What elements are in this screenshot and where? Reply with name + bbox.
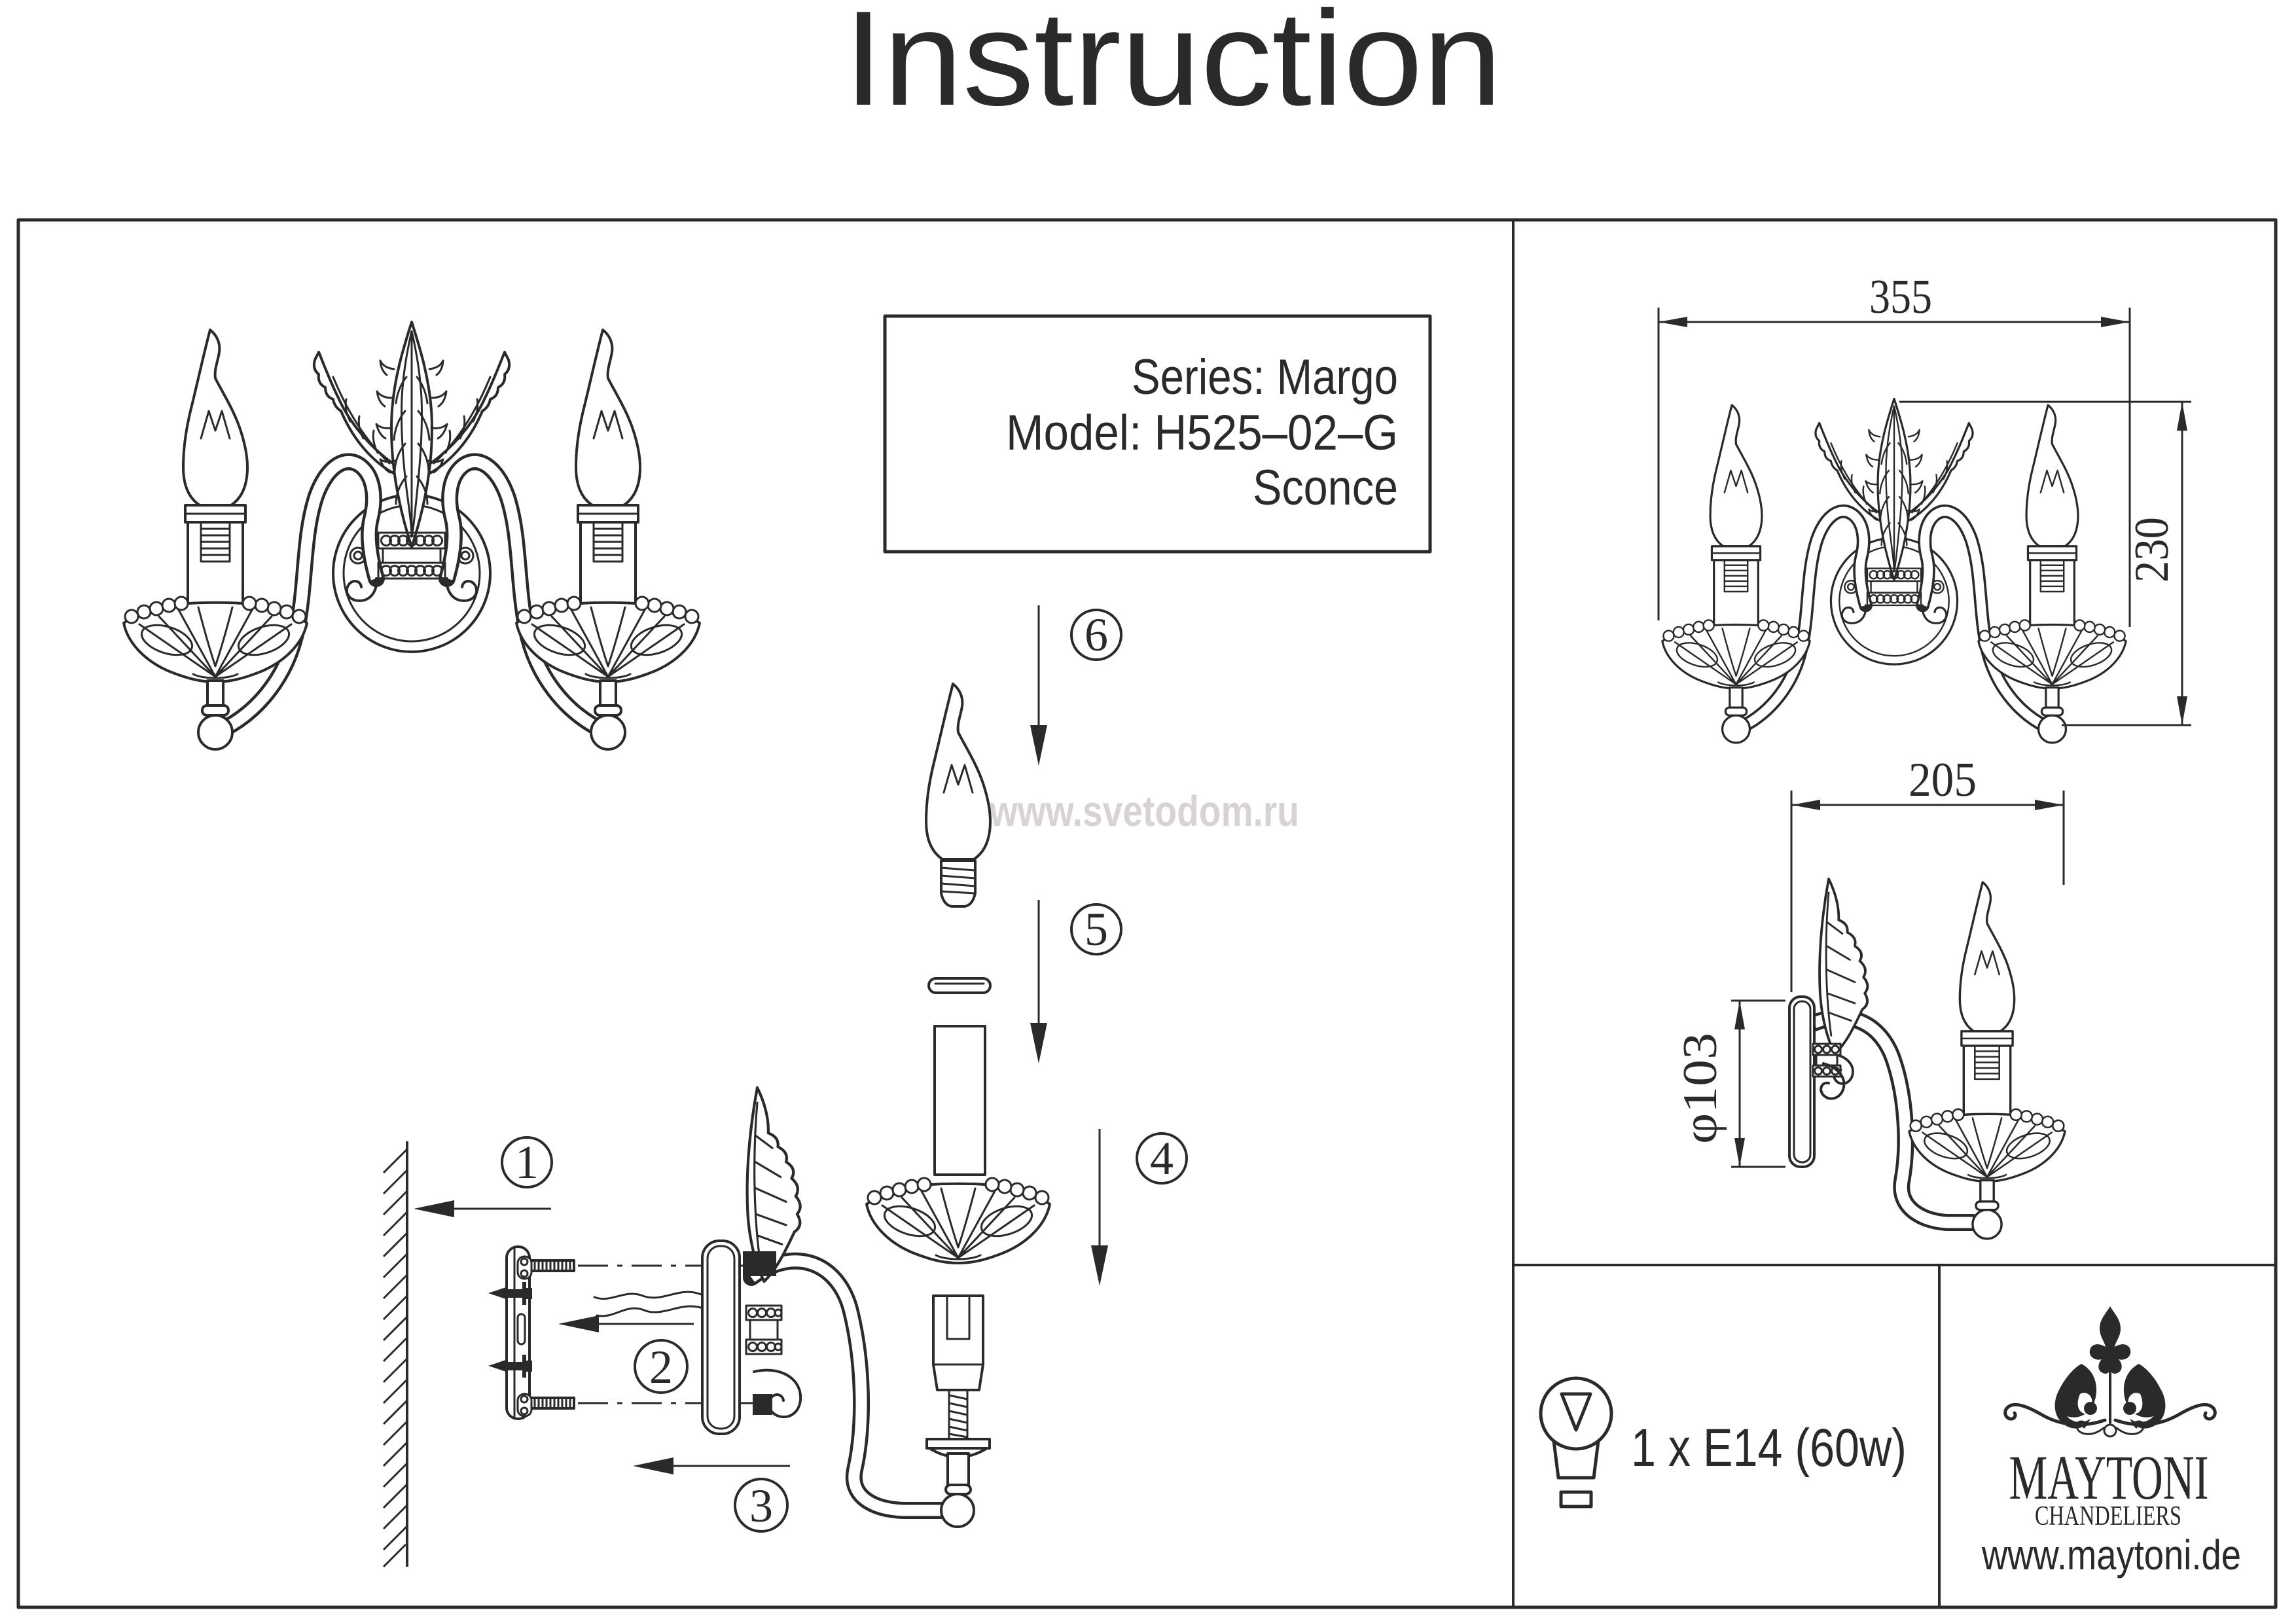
dim-plate-diameter: φ103 xyxy=(1674,999,1785,1168)
info-series: Series: Margo xyxy=(1132,349,1398,405)
assembly-view xyxy=(382,1088,991,1568)
exploded-sleeve xyxy=(933,1025,986,1176)
dim-width-label: 355 xyxy=(1869,270,1932,324)
mounting-bracket xyxy=(488,1245,575,1420)
bracket-slot xyxy=(516,1313,526,1346)
step-4: 4 xyxy=(1091,1129,1188,1286)
mounted-sconce xyxy=(701,1088,991,1528)
info-model: Model: H525–02–G xyxy=(1006,405,1398,461)
wall xyxy=(382,1141,408,1568)
step-4-number: 4 xyxy=(1150,1132,1174,1185)
info-type: Sconce xyxy=(1253,460,1398,516)
exploded-bulb xyxy=(926,684,990,906)
exploded-ring xyxy=(927,977,992,994)
screw-bottom xyxy=(488,1355,532,1378)
lamp-socket xyxy=(925,1294,991,1495)
assembly-beaded-cube xyxy=(745,1304,783,1355)
exploded-parts xyxy=(865,684,1051,1264)
dim-depth-label: 205 xyxy=(1909,753,1977,807)
step-6: 6 xyxy=(1030,605,1122,766)
brand-ornament xyxy=(2003,1306,2217,1438)
exploded-cup xyxy=(865,1177,1051,1264)
fixing-nut-bottom xyxy=(753,1394,772,1415)
wires xyxy=(593,1291,706,1317)
brand-logo: MAYTONI xyxy=(2009,1442,2209,1512)
step-2: 2 xyxy=(558,1315,694,1394)
dim-depth: 205 xyxy=(1790,753,2065,992)
frame xyxy=(16,218,2278,1609)
step-5-number: 5 xyxy=(1085,903,1108,955)
front-view-drawing xyxy=(124,322,700,749)
bolt-top xyxy=(516,1255,575,1280)
step-2-number: 2 xyxy=(649,1341,673,1393)
screw-top xyxy=(488,1282,532,1305)
step-3: 3 xyxy=(633,1457,790,1533)
lamp-spec-cell: 1 x E14 (60w) xyxy=(1539,1376,1907,1508)
lamp-spec-label: 1 x E14 (60w) xyxy=(1631,1418,1907,1478)
brand-block: MAYTONI CHANDELIERS www.maytoni.de xyxy=(1981,1306,2241,1578)
bolt-bottom xyxy=(516,1393,575,1418)
brand-tagline: CHANDELIERS xyxy=(2035,1501,2181,1531)
dim-height-label: 230 xyxy=(2125,517,2179,582)
dim-plate-diameter-label: φ103 xyxy=(1674,1033,1727,1144)
dimensioned-side-view: 205 φ103 xyxy=(1674,753,2065,1239)
step-1: 1 xyxy=(414,1136,553,1217)
watermark: www.svetodom.ru xyxy=(989,787,1299,835)
dimensioned-front-view: 355 230 xyxy=(1657,270,2191,743)
step-markers: 1 2 3 4 5 xyxy=(414,605,1188,1533)
brand-website: www.maytoni.de xyxy=(1981,1531,2241,1578)
step-1-number: 1 xyxy=(515,1136,539,1188)
page-title: Instruction xyxy=(844,0,1502,134)
dim-height: 230 xyxy=(1899,401,2191,726)
step-3-number: 3 xyxy=(749,1480,773,1532)
dim-width: 355 xyxy=(1657,270,2131,627)
bulb-icon xyxy=(1539,1376,1613,1508)
step-5: 5 xyxy=(1030,900,1122,1063)
fixing-nut-top xyxy=(743,1251,776,1276)
step-6-number: 6 xyxy=(1085,609,1108,661)
info-box: Series: Margo Model: H525–02–G Sconce xyxy=(883,314,1432,554)
